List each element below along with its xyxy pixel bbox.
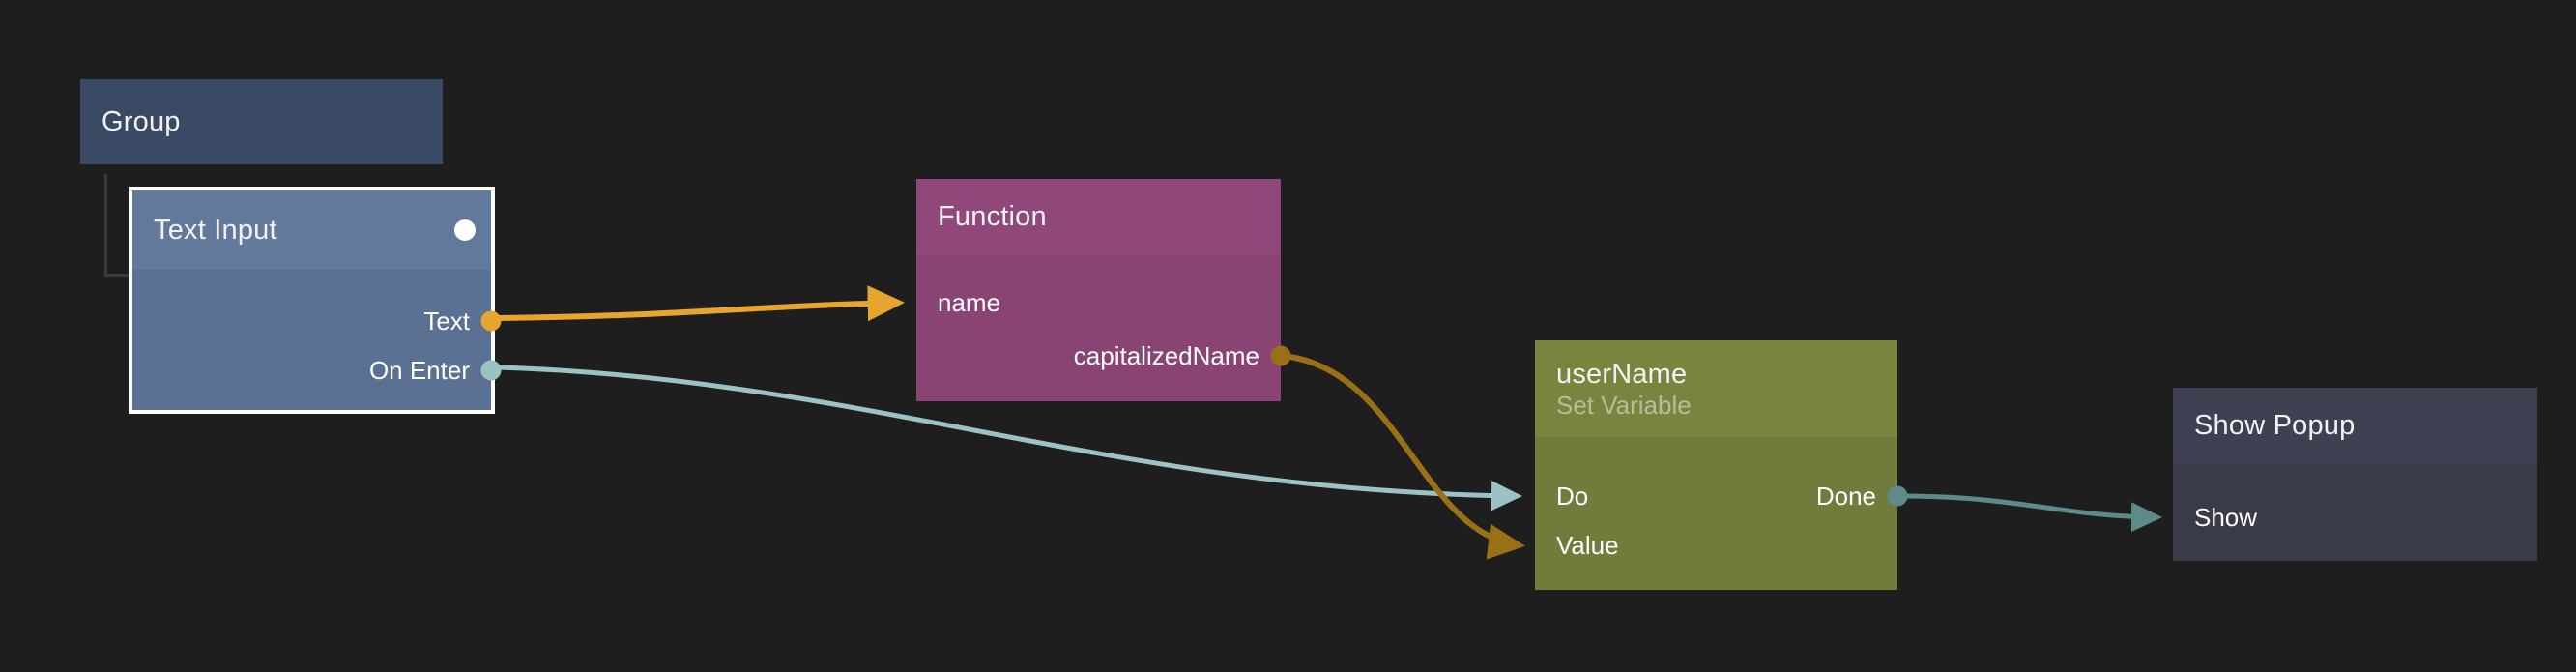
node-function[interactable]: Function name capitalizedName — [916, 179, 1291, 401]
port-dot-text[interactable] — [480, 310, 502, 332]
port-label-on-enter: On Enter — [368, 356, 470, 385]
node-function-header[interactable]: Function — [916, 179, 1281, 254]
port-label-show: Show — [2194, 503, 2258, 532]
node-show-popup-title: Show Popup — [2194, 409, 2356, 441]
wire-capname-to-value[interactable] — [1283, 353, 1525, 560]
node-group-header[interactable]: Group — [80, 79, 443, 164]
node-function-title: Function — [938, 200, 1047, 232]
node-set-variable-subtitle: Set Variable — [1556, 390, 1692, 420]
wire-text-to-name[interactable] — [497, 285, 905, 322]
node-group[interactable]: Group — [80, 79, 443, 164]
node-text-input-body: Text On Enter — [132, 270, 502, 410]
port-label-done: Done — [1815, 482, 1876, 511]
node-text-input[interactable]: Text Input Text On Enter — [129, 187, 502, 414]
node-set-variable[interactable]: userName Set Variable Do Done Value — [1535, 340, 1908, 590]
node-text-input-header[interactable]: Text Input — [132, 190, 491, 270]
node-set-variable-body: Do Done Value — [1535, 437, 1908, 590]
node-show-popup-body: Show — [2173, 463, 2537, 561]
port-label-capitalizedname: capitalizedName — [1073, 341, 1259, 370]
wire-done-to-show[interactable] — [1899, 493, 2162, 533]
port-label-text: Text — [423, 307, 470, 336]
port-label-do: Do — [1556, 482, 1589, 511]
port-dot-capitalizedname[interactable] — [1270, 345, 1291, 366]
port-dot-on-enter[interactable] — [480, 360, 502, 381]
port-label-name: name — [938, 288, 1001, 317]
port-dot-done[interactable] — [1887, 485, 1908, 507]
node-show-popup[interactable]: Show Popup Show — [2173, 388, 2537, 561]
node-set-variable-title: userName — [1556, 358, 1688, 390]
node-show-popup-header[interactable]: Show Popup — [2173, 388, 2537, 463]
node-function-body: name capitalizedName — [916, 254, 1291, 401]
node-set-variable-header[interactable]: userName Set Variable — [1535, 340, 1897, 437]
node-group-title: Group — [101, 105, 181, 137]
node-text-input-title: Text Input — [154, 214, 277, 246]
port-label-value: Value — [1556, 531, 1619, 560]
group-hierarchy-bracket — [104, 174, 134, 277]
white-dot-badge-icon[interactable] — [454, 219, 476, 241]
